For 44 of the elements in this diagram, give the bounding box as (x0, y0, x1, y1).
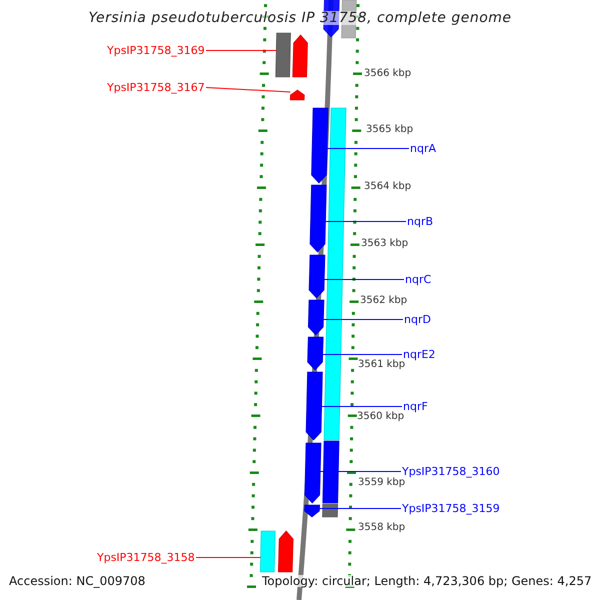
scale-label: 3563 kbp (361, 239, 408, 249)
scale-label: 3566 kbp (364, 69, 412, 79)
scale-label: 3558 kbp (358, 523, 406, 533)
gene-feature (308, 254, 326, 298)
gene-feature (292, 34, 308, 78)
leader-line (322, 354, 402, 355)
leader-line (326, 148, 410, 149)
gene-feature (278, 530, 294, 572)
gene-label: YpsIP31758_3159 (402, 503, 500, 514)
leader-line (324, 279, 404, 280)
gene-label: nqrF (403, 401, 428, 412)
gene-feature (260, 530, 276, 572)
leader-line (325, 221, 406, 222)
gene-label: nqrD (404, 314, 431, 325)
gene-feature (324, 108, 346, 440)
leader-line (196, 557, 262, 558)
leader-line (323, 319, 404, 320)
gene-feature (322, 440, 340, 504)
gene-feature (310, 184, 327, 252)
scale-label: 3564 kbp (364, 182, 412, 192)
leader-line (319, 508, 402, 509)
gene-label: nqrE2 (403, 349, 436, 360)
gene-feature (275, 32, 291, 78)
leader-line (206, 87, 291, 92)
gene-label: nqrA (410, 143, 436, 154)
gene-label: nqrB (407, 216, 434, 227)
leader-line (321, 406, 402, 407)
scale-label: 3561 kbp (358, 360, 406, 370)
gene-label: YpsIP31758_3167 (107, 82, 205, 93)
leader-line (206, 50, 277, 51)
gene-label: YpsIP31758_3158 (97, 552, 195, 563)
gene-feature (322, 504, 338, 518)
info-text: Topology: circular; Length: 4,723,306 bp; Genes: 4,257 (262, 575, 592, 587)
gene-label: nqrC (405, 274, 432, 285)
scale-label: 3560 kbp (357, 412, 404, 422)
scale-label: 3559 kbp (358, 478, 406, 488)
gene-feature (311, 108, 328, 184)
gene-feature (290, 90, 305, 100)
info-text: Accession: NC_009708 (9, 575, 146, 587)
gene-label: YpsIP31758_3169 (107, 45, 205, 56)
scale-label: 3562 kbp (360, 296, 408, 306)
leader-line (320, 471, 402, 472)
gene-label: YpsIP31758_3160 (402, 466, 500, 477)
scale-label: 3565 kbp (366, 125, 414, 135)
